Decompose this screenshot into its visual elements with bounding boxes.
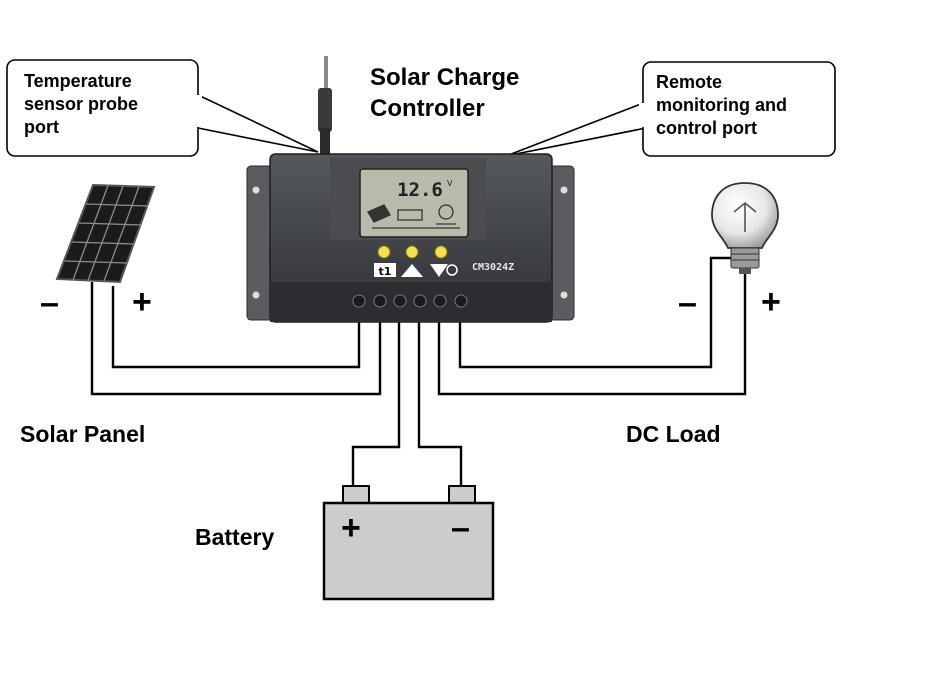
dc-load-label: DC Load (626, 421, 721, 447)
controller-title-line1: Solar Charge (370, 64, 520, 91)
lcd-screen (359, 168, 469, 238)
solar-panel (55, 183, 156, 284)
load-negative-sign: – (678, 284, 697, 322)
lcd-status-icons (367, 204, 460, 229)
battery-negative-sign: – (451, 509, 470, 547)
battery-body (322, 501, 495, 601)
battery-positive-terminal (342, 485, 370, 505)
terminals (352, 294, 468, 308)
remote-callout-line1: Remote (656, 72, 723, 92)
temperature-callout-line3: port (24, 117, 59, 137)
light-bulb (711, 182, 779, 274)
battery (322, 485, 495, 601)
button-icons: t1 (374, 263, 458, 278)
button-2 (405, 245, 419, 259)
battery-positive-sign: + (341, 509, 361, 547)
remote-callout-joint (639, 103, 647, 127)
wire-battery-positive (351, 322, 401, 488)
button-1 (377, 245, 391, 259)
remote-callout-line2: monitoring and (656, 95, 787, 115)
temperature-callout-text: Temperature sensor probe port (24, 70, 138, 139)
remote-callout-line3: control port (656, 118, 757, 138)
temperature-probe (318, 56, 332, 156)
battery-negative-terminal (448, 485, 476, 505)
wire-load-negative (458, 256, 735, 369)
panel-negative-sign: – (40, 284, 59, 322)
solar-panel-label: Solar Panel (20, 421, 146, 447)
button-3 (434, 245, 448, 259)
wire-load-positive (437, 262, 747, 396)
model-label: CM3024Z (472, 262, 514, 273)
lcd-reading: 12.6 (397, 179, 443, 201)
temperature-callout-pointer (195, 92, 319, 153)
load-positive-sign: + (761, 283, 781, 321)
remote-callout-pointer (505, 100, 647, 157)
remote-callout (505, 61, 836, 157)
controller-title: Solar Charge Controller (370, 62, 519, 124)
wire-panel-negative (90, 282, 382, 396)
charge-controller: 12.6 V t1 CM3024Z (246, 153, 575, 323)
remote-callout-text: Remote monitoring and control port (656, 71, 787, 140)
lcd-unit: V (447, 179, 453, 188)
temperature-callout (6, 59, 319, 157)
battery-label: Battery (195, 524, 275, 550)
wiring (90, 256, 747, 488)
temperature-callout-joint (194, 95, 202, 127)
wire-panel-positive (111, 286, 361, 369)
wire-battery-negative (417, 322, 463, 488)
svg-text:t1: t1 (379, 265, 392, 278)
panel-positive-sign: + (132, 283, 152, 321)
terminal-strip (270, 282, 552, 322)
temperature-callout-line2: sensor probe (24, 94, 139, 114)
controller-title-line2: Controller (370, 95, 485, 122)
temperature-callout-line1: Temperature (24, 71, 132, 91)
